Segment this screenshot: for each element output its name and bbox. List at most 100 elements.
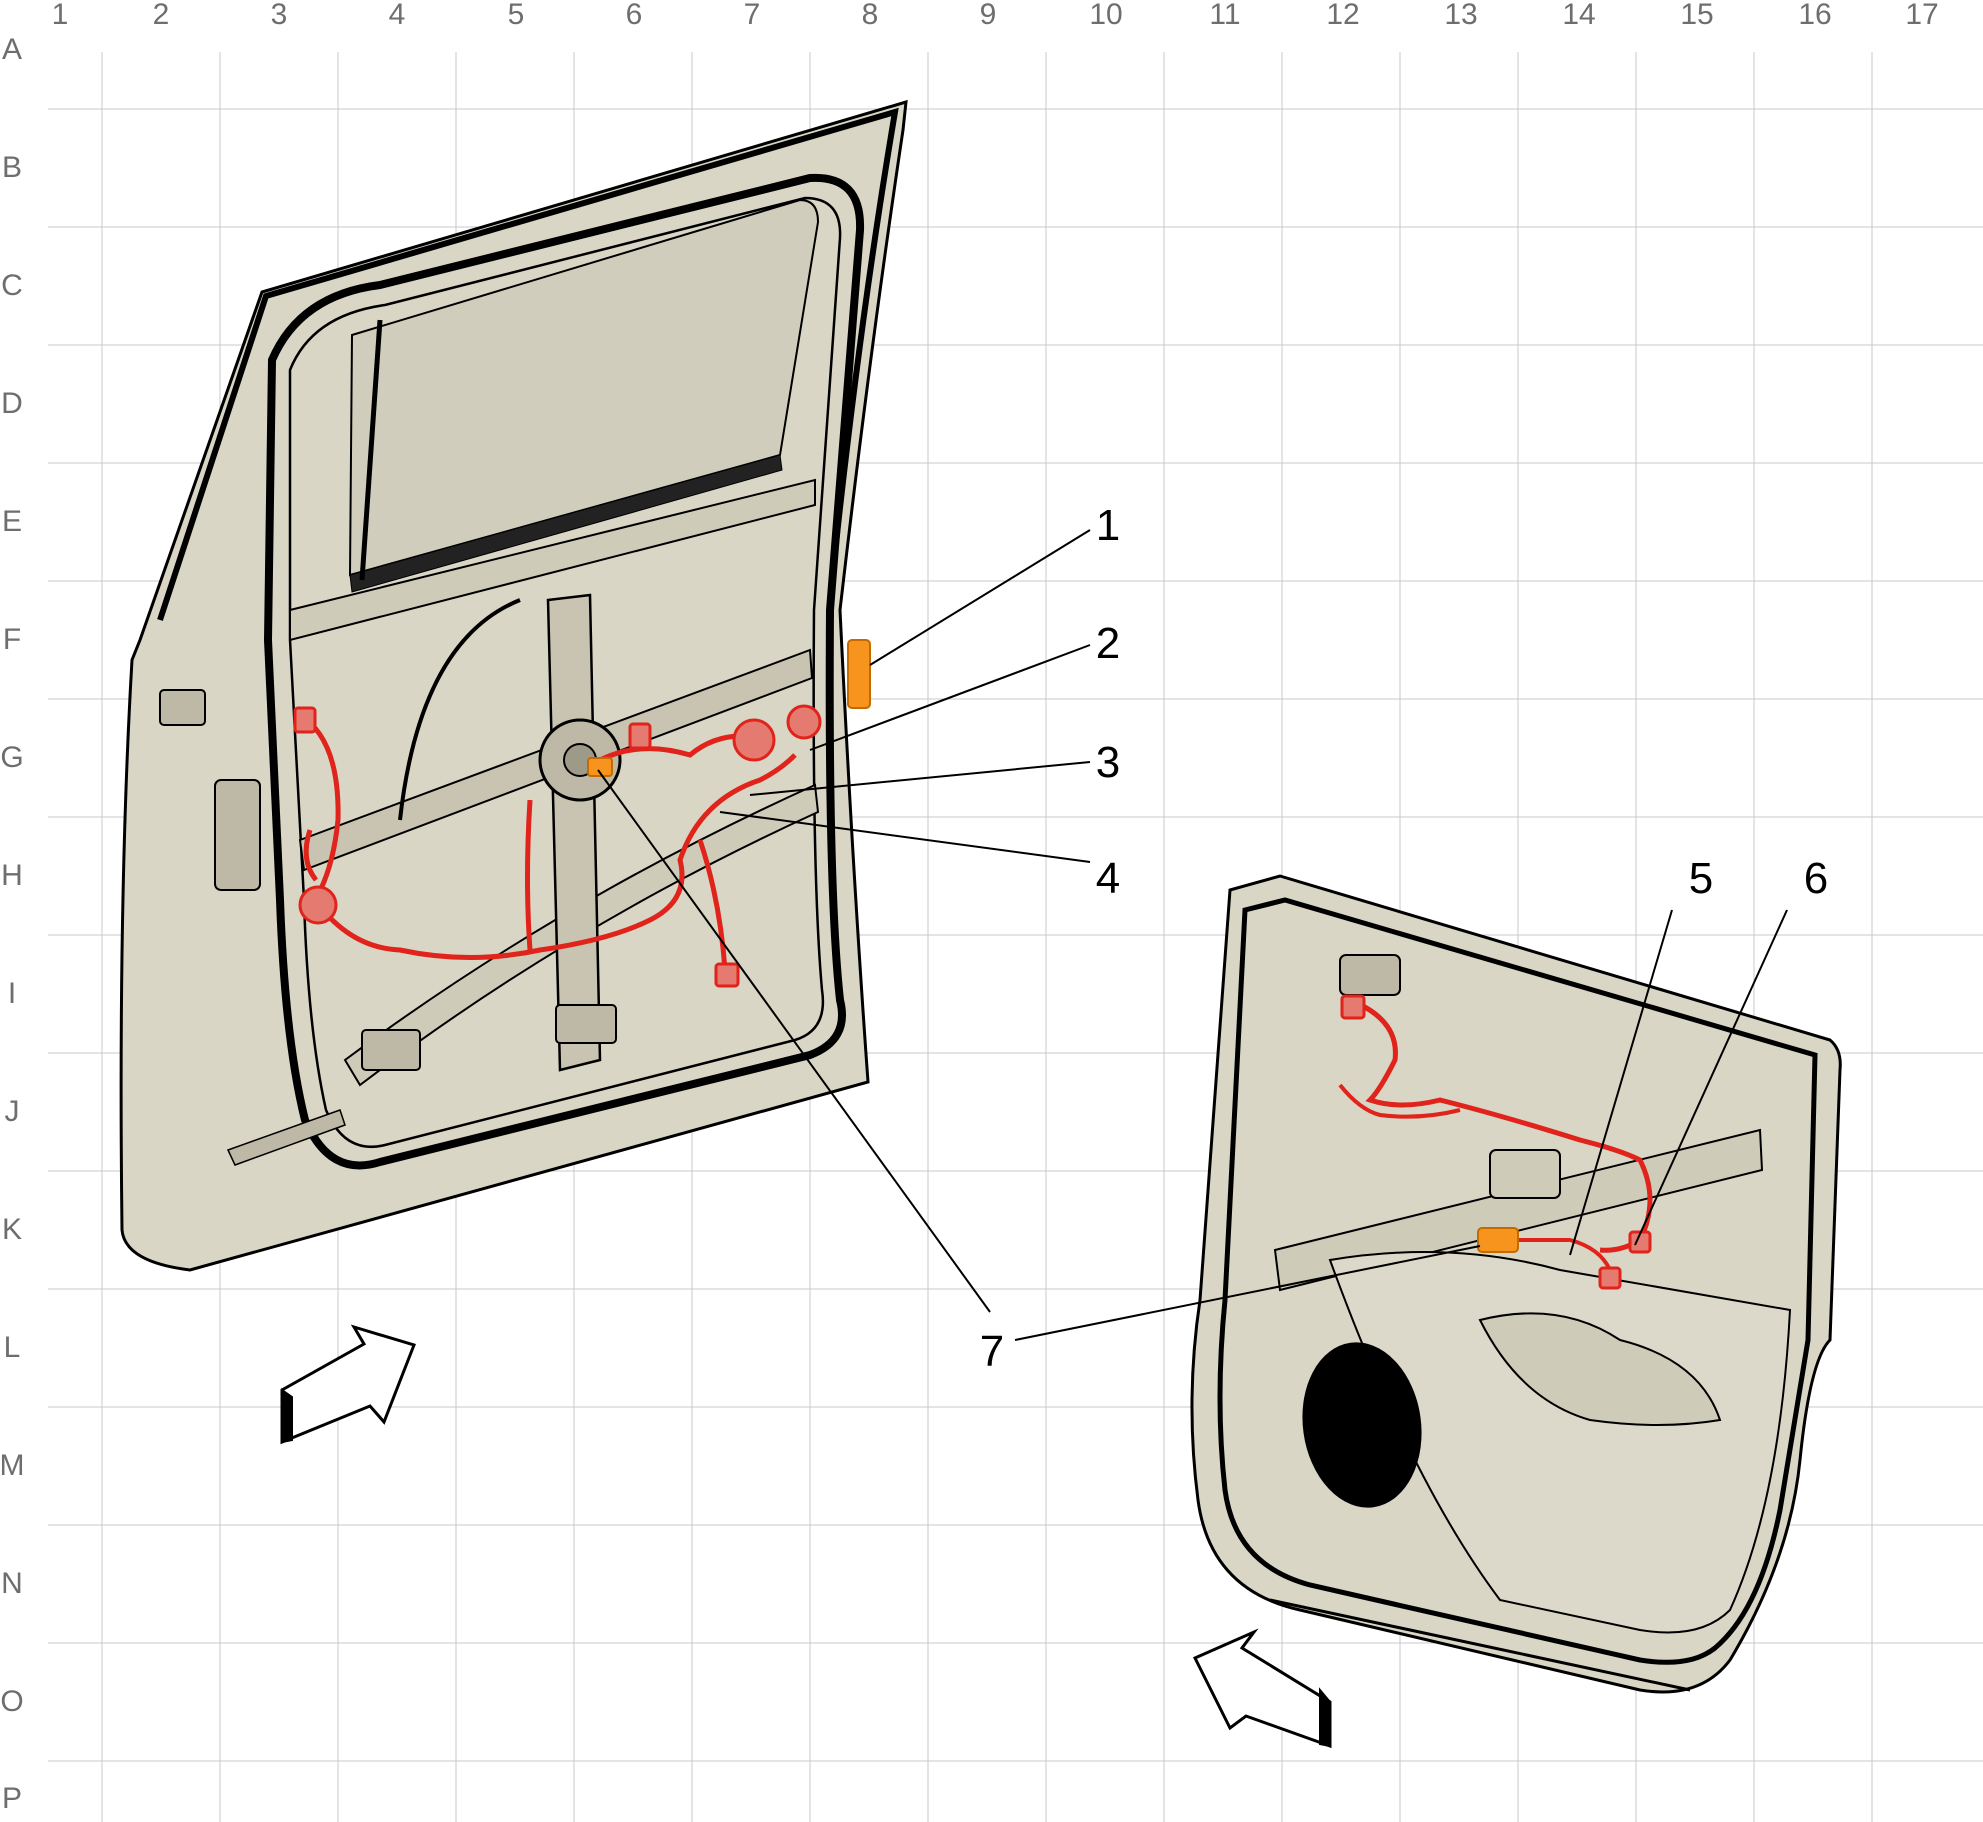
callout-leaders [597,529,1788,1341]
wire-harness-body-connector [847,639,871,709]
armrest-cavity [1273,1128,1764,1292]
lower-trim-edge [1269,1598,1691,1692]
grid-row-labels: A B C D E F G H I J K L M N O P [0,33,25,1815]
trim-harness-main-run [1349,997,1653,1253]
grid-row-label: P [2,1782,22,1815]
regulator-lower-bracket [555,1004,617,1044]
grid-row-label: J [5,1095,20,1128]
trim-panel-textured-insert [1328,1251,1792,1634]
door-seal-inner [288,196,842,1149]
grid-row-label: F [3,623,21,656]
rear-door-trim-panel [1190,874,1842,1694]
leader-line-6 [1634,909,1788,1246]
harness-motor-branch [525,799,533,951]
trim-harness-connector [1340,994,1366,1020]
door-seal-outer [263,173,865,1170]
harness-connector-lower [714,962,740,988]
callout-4: 4 [1096,854,1120,903]
grid-col-label: 7 [744,0,761,31]
grid-row-label: K [2,1213,22,1246]
hinge-upper [159,689,206,726]
grid-row-label: E [2,505,22,538]
leader-line-3 [749,761,1091,796]
callout-2: 2 [1096,619,1120,668]
grid-col-label: 5 [508,0,525,31]
grid-row-label: A [2,33,22,66]
trim-harness-connector [1598,1266,1622,1290]
switch-bezel [1489,1149,1561,1199]
view-direction-arrow-left [280,1324,416,1445]
grid-col-label: 11 [1209,0,1240,31]
left-door-wiring-harness [293,639,871,988]
window-motor-connector [587,757,613,777]
grid-row-label: L [4,1331,21,1364]
grid-row-label: M [0,1449,25,1482]
regulator-cable [398,598,521,821]
grid-col-label: 16 [1798,0,1831,31]
inner-panel-rail-upper [289,478,816,642]
grid-column-labels: 1 2 3 4 5 6 7 8 9 10 11 12 13 14 15 16 1… [52,0,1939,31]
grid-row-label: G [0,741,23,774]
harness-latch-branch [303,829,319,882]
view-direction-arrow-right [1192,1628,1332,1749]
grid-col-label: 6 [626,0,643,31]
harness-main-run [298,712,797,960]
rear-door-outer-panel [119,99,908,1272]
harness-grommet [786,704,822,740]
callout-3: 3 [1096,738,1120,787]
harness-grommet [732,718,776,762]
harness-connector-hinge [293,706,317,734]
grid-row-label: B [2,151,22,184]
leader-line-4 [719,811,1091,863]
trim-harness-lower-run [1338,1083,1461,1119]
grid-col-label: 10 [1089,0,1122,31]
grid-col-label: 4 [389,0,406,31]
callout-numbers: 1 2 3 4 5 6 7 [980,501,1828,1376]
grid-row-label: O [0,1685,23,1718]
glass-division-bar [359,319,383,581]
grid-row-label: H [1,859,23,892]
callout-7: 7 [980,1327,1004,1376]
leader-line-7 [1014,1245,1481,1341]
trim-panel-wiring-harness [1338,994,1653,1290]
trim-panel-rim [1217,897,1818,1665]
grid-col-label: 8 [862,0,879,31]
trim-panel-harness-connector [1477,1227,1519,1253]
door-pull-handle [1478,1312,1722,1426]
callout-6: 6 [1804,854,1828,903]
window-regulator-rail [546,593,602,1072]
callout-5: 5 [1689,854,1713,903]
grid-row-label: D [1,387,23,420]
door-bottom-edge [226,1109,346,1166]
leader-line-5 [1569,909,1673,1256]
arrow-shadow [281,1388,293,1444]
view-direction-arrow-icon [280,1324,416,1445]
grid-row-label: I [8,977,16,1010]
grid-col-label: 12 [1326,0,1359,31]
leader-line-1 [869,529,1091,666]
grid-col-label: 9 [980,0,997,31]
trim-harness-switch-branch [1490,1238,1612,1271]
leader-line-7-motor [597,769,991,1313]
leader-line-2 [809,644,1091,751]
harness-connector-upper [628,722,652,750]
lower-bracket [361,1029,421,1071]
grid-row-label: C [1,269,23,302]
latch-bracket [214,779,261,891]
grid-col-label: 17 [1905,0,1938,31]
grid-col-label: 3 [271,0,288,31]
handle-bracket [1339,954,1401,996]
view-direction-arrow-icon [1192,1628,1332,1749]
grid-col-label: 1 [52,0,69,31]
speaker-opening [1302,1342,1422,1508]
harness-speaker-branch [697,839,728,971]
arrow-shadow [1319,1687,1331,1748]
callout-1: 1 [1096,501,1120,550]
grid-col-label: 13 [1444,0,1477,31]
harness-grommet [298,885,338,925]
grid-col-label: 14 [1562,0,1595,31]
grid-col-label: 2 [153,0,170,31]
glass-run-channel [349,454,783,593]
grid-row-label: N [1,1567,23,1600]
